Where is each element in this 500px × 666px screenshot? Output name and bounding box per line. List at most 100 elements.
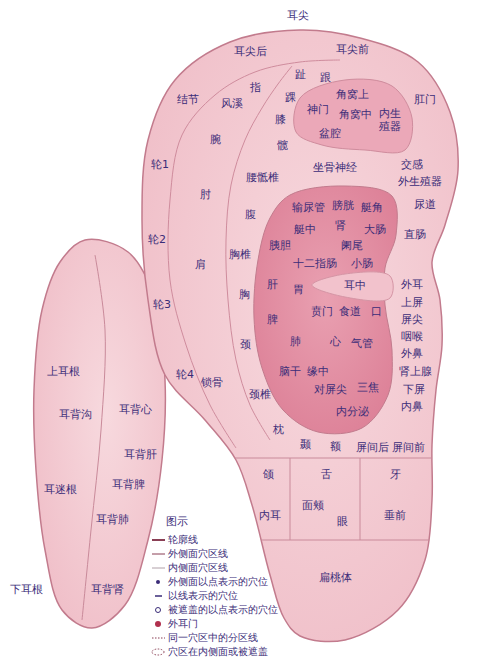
region-label: 交感 <box>401 158 423 171</box>
region-label: 口 <box>371 305 382 318</box>
region-label: 屏间后 <box>356 441 389 454</box>
region-label: 外鼻 <box>401 347 423 360</box>
lobe-line <box>200 458 470 459</box>
region-label: 锁骨 <box>201 376 223 389</box>
region-label: 贲门 <box>311 305 333 318</box>
region-label: 下屏 <box>403 383 425 396</box>
region-label: 肛门 <box>414 93 436 106</box>
region-label: 脑干 <box>279 365 301 378</box>
lobe-line <box>200 540 470 541</box>
legend-row: 被遮盖的以点表示的穴位 <box>168 604 278 615</box>
region-label: 腹 <box>245 208 256 221</box>
region-label: 耳背心 <box>119 403 152 416</box>
legend-text: 外侧面穴区线 <box>168 548 228 559</box>
region-label: 轮3 <box>153 298 171 311</box>
region-label: 面颊 <box>302 499 324 512</box>
legend-text: 以线表示的穴位 <box>168 590 238 601</box>
region-label: 脾 <box>267 313 278 326</box>
region-label: 髋 <box>277 139 288 152</box>
region-label: 屏尖 <box>401 313 423 326</box>
region-label: 肾上腺 <box>399 365 432 378</box>
region-label: 阑尾 <box>341 239 363 252</box>
legend-sample <box>152 568 165 569</box>
legend-row: 以线表示的穴位 <box>168 590 238 601</box>
region-label: 气管 <box>351 337 373 350</box>
legend-row: 同一穴区中的分区线 <box>168 632 258 643</box>
region-label: 扁桃体 <box>319 571 352 584</box>
region-label: 上屏 <box>401 296 423 309</box>
region-label: 内鼻 <box>401 400 423 413</box>
legend-sample <box>155 621 161 627</box>
legend-sample <box>152 554 165 555</box>
region-label: 轮1 <box>151 158 169 171</box>
region-label: 肺 <box>290 335 301 348</box>
region-label: 图示 <box>166 515 188 528</box>
region-label: 耳背脾 <box>112 478 145 491</box>
region-label: 耳背肝 <box>124 448 157 461</box>
legend-sample <box>156 580 160 584</box>
region-label: 直肠 <box>404 228 426 241</box>
legend-row: 穴区在内侧面或被遮盖 <box>168 646 268 657</box>
region-label: 垂前 <box>384 509 406 522</box>
region-label: 胰胆 <box>269 239 291 252</box>
legend-text: 内侧面穴区线 <box>168 562 228 573</box>
region-label: 耳尖后 <box>234 45 267 58</box>
region-label: 坐骨神经 <box>313 161 357 174</box>
region-label: 耳背肾 <box>91 583 124 596</box>
region-label: 耳尖 <box>287 9 309 22</box>
region-label: 额 <box>330 440 341 453</box>
legend-sample <box>155 596 162 597</box>
region-label: 角窝中 <box>339 108 372 121</box>
region-label: 枕 <box>273 423 284 436</box>
legend-text: 穴区在内侧面或被遮盖 <box>168 646 268 657</box>
legend-row: 内侧面穴区线 <box>168 562 228 573</box>
region-label: 膀胱 <box>332 199 354 212</box>
legend-row: 外侧面以点表示的穴位 <box>168 576 268 587</box>
region-label: 腰骶椎 <box>246 171 279 184</box>
region-label: 膝 <box>275 113 286 126</box>
legend-sample <box>152 638 165 639</box>
region-label: 下耳根 <box>10 583 43 596</box>
lobe-line <box>290 458 291 540</box>
region-label: 指 <box>250 81 261 94</box>
region-label: 结节 <box>177 93 199 106</box>
region-label: 艇中 <box>294 223 316 236</box>
region-label: 胃 <box>293 283 304 296</box>
region-label: 眼 <box>337 515 348 528</box>
region-label: 耳中 <box>344 279 366 292</box>
legend-text: 外耳门 <box>168 618 198 629</box>
region-label: 内分泌 <box>336 405 369 418</box>
region-label: 耳迷根 <box>44 483 77 496</box>
region-label: 颈椎 <box>249 388 271 401</box>
region-label: 耳尖前 <box>336 43 369 56</box>
region-label: 内耳 <box>259 509 281 522</box>
legend-row: 轮廓线 <box>168 534 198 545</box>
legend-row: 外侧面穴区线 <box>168 548 228 559</box>
region-label: 耳背沟 <box>59 408 92 421</box>
legend-text: 被遮盖的以点表示的穴位 <box>168 604 278 615</box>
region-label: 轮4 <box>176 368 194 381</box>
region-label: 内生殖器 <box>379 107 401 133</box>
legend-text: 同一穴区中的分区线 <box>168 632 258 643</box>
region-label: 盆腔 <box>319 127 341 140</box>
concha <box>254 186 398 434</box>
region-label: 风溪 <box>221 97 243 110</box>
legend-text: 外侧面以点表示的穴位 <box>168 576 268 587</box>
region-label: 心 <box>330 335 341 348</box>
legend-text: 轮廓线 <box>168 534 198 545</box>
region-label: 胸 <box>239 288 250 301</box>
region-label: 踝 <box>285 91 296 104</box>
lobe-line <box>360 458 361 540</box>
legend-sample <box>152 540 165 541</box>
region-label: 艇角 <box>361 201 383 214</box>
legend-sample <box>156 608 161 613</box>
region-label: 肘 <box>200 188 211 201</box>
region-label: 轮2 <box>148 233 166 246</box>
helix-crus <box>312 272 393 301</box>
region-label: 小肠 <box>351 257 373 270</box>
region-label: 肩 <box>195 258 206 271</box>
region-label: 十二指肠 <box>293 257 337 270</box>
